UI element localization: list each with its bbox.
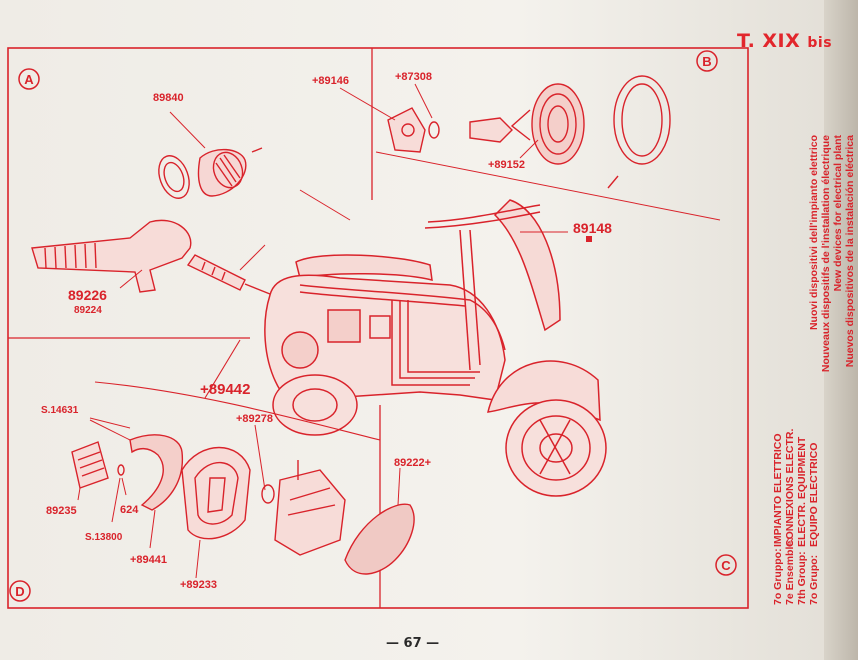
section-d-marker: D	[9, 580, 31, 602]
part-label-89152: +89152	[488, 159, 525, 171]
group-value-en: ELECTR. EQUIPMENT	[796, 436, 808, 547]
group-label-fr: 7e Ensemble:	[784, 537, 796, 605]
section-a-label: A	[24, 72, 34, 87]
description-it: Nuovi dispositivi dell'impianto elettric…	[808, 135, 820, 331]
description-en: New devices for electrical plant	[832, 135, 844, 292]
group-label-it: 7o Gruppo:	[772, 548, 784, 605]
group-value-fr: CONNEXIONS ELECTR.	[784, 428, 796, 547]
plate-suffix: bis	[807, 35, 833, 51]
horn-assembly	[158, 111, 263, 199]
group-label-es: 7o Grupo:	[808, 554, 820, 605]
part-label-89235: 89235	[46, 505, 77, 517]
section-d-label: D	[15, 584, 24, 599]
part-label-89226: 89226	[68, 287, 107, 303]
group-captions: 7o Gruppo:IMPIANTO ELETTRICO 7e Ensemble…	[772, 429, 820, 605]
plate-title: T. XIX bis	[737, 30, 832, 52]
description-es: Nuevos dispositivos de la instalación el…	[844, 135, 856, 368]
book-spine-edge	[824, 0, 858, 660]
group-row-en: 7th Group: ELECTR. EQUIPMENT	[796, 429, 808, 605]
group-row-es: 7o Grupo: EQUIPO ELECTRICO	[808, 429, 820, 605]
square-marker	[586, 236, 592, 242]
part-label-89278: +89278	[236, 413, 273, 425]
part-label-89840: 89840	[153, 92, 184, 104]
group-row-fr: 7e Ensemble:CONNEXIONS ELECTR.	[784, 429, 796, 605]
group-value-it: IMPIANTO ELETTRICO	[772, 433, 784, 547]
part-label-89222: 89222+	[394, 457, 431, 469]
handlebar-grip	[31, 219, 276, 297]
part-label-89441: +89441	[130, 554, 167, 566]
part-label-624: 624	[120, 504, 139, 516]
headlamp-assembly	[339, 75, 721, 221]
part-label-s13800: S.13800	[85, 532, 123, 543]
part-label-89224: 89224	[74, 305, 102, 316]
section-c-label: C	[721, 558, 731, 573]
part-label-89148: 89148	[573, 220, 612, 236]
description-fr: Nouveaux dispositifs de l'installation é…	[820, 135, 832, 373]
group-label-en: 7th Group:	[796, 551, 808, 605]
part-label-89233: +89233	[180, 579, 217, 591]
part-label-89442: +89442	[200, 381, 250, 398]
group-value-es: EQUIPO ELECTRICO	[808, 442, 820, 547]
part-label-s14631: S.14631	[41, 405, 79, 416]
section-c-marker: C	[715, 554, 737, 576]
part-label-89146: +89146	[312, 75, 349, 87]
plate-description: Nuovi dispositivi dell'impianto elettric…	[808, 135, 856, 375]
section-a-marker: A	[18, 68, 40, 90]
scooter-illustration	[239, 189, 607, 497]
page-number: — 67 —	[386, 636, 440, 651]
section-b-marker: B	[696, 50, 718, 72]
group-row-it: 7o Gruppo:IMPIANTO ELETTRICO	[772, 429, 784, 605]
diagram-frame	[7, 47, 749, 609]
tail-lamp-assembly	[71, 339, 415, 579]
plate-code: T. XIX	[737, 30, 801, 52]
part-label-87308: +87308	[395, 71, 432, 83]
section-b-label: B	[702, 54, 711, 69]
